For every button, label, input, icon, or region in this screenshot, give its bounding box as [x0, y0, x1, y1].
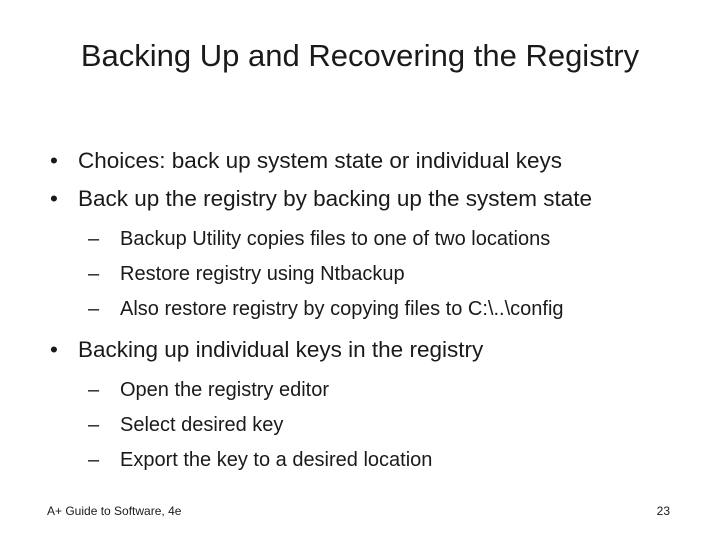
sub-bullet-marker: –	[88, 379, 100, 401]
bullet-item: • Back up the registry by backing up the…	[42, 180, 692, 218]
slide-body: • Choices: back up system state or indiv…	[42, 142, 692, 478]
bullet-marker: •	[50, 337, 58, 362]
sub-bullet-text: Select desired key	[120, 414, 284, 436]
bullet-text: Backing up individual keys in the regist…	[78, 337, 484, 362]
slide-page-number: 23	[656, 504, 670, 518]
sub-bullet-text: Restore registry using Ntbackup	[120, 263, 405, 285]
footer-source-note: A+ Guide to Software, 4e	[47, 504, 182, 518]
sub-bullet-item: – Open the registry editor	[42, 373, 692, 408]
sub-bullet-item: – Also restore registry by copying files…	[42, 292, 692, 327]
sub-bullet-marker: –	[88, 298, 100, 320]
bullet-marker: •	[50, 186, 58, 211]
bullet-marker: •	[50, 148, 58, 173]
slide-title: Backing Up and Recovering the Registry	[80, 38, 640, 73]
bullet-item: • Choices: back up system state or indiv…	[42, 142, 692, 180]
sub-bullet-marker: –	[88, 228, 100, 250]
bullet-item: • Backing up individual keys in the regi…	[42, 331, 692, 369]
sub-bullet-text: Backup Utility copies files to one of tw…	[120, 228, 551, 250]
sub-bullet-item: – Select desired key	[42, 408, 692, 443]
sub-bullet-item: – Backup Utility copies files to one of …	[42, 222, 692, 257]
sub-bullet-text: Also restore registry by copying files t…	[120, 298, 564, 320]
sub-bullet-marker: –	[88, 414, 100, 436]
slide-footer: A+ Guide to Software, 4e 23	[47, 503, 670, 519]
sub-bullet-text: Open the registry editor	[120, 379, 329, 401]
sub-bullet-text: Export the key to a desired location	[120, 449, 433, 471]
bullet-text: Back up the registry by backing up the s…	[78, 186, 593, 211]
bullet-text: Choices: back up system state or individ…	[78, 148, 562, 173]
sub-bullet-item: – Restore registry using Ntbackup	[42, 257, 692, 292]
sub-bullet-item: – Export the key to a desired location	[42, 443, 692, 478]
sub-bullet-marker: –	[88, 449, 100, 471]
sub-bullet-marker: –	[88, 263, 100, 285]
